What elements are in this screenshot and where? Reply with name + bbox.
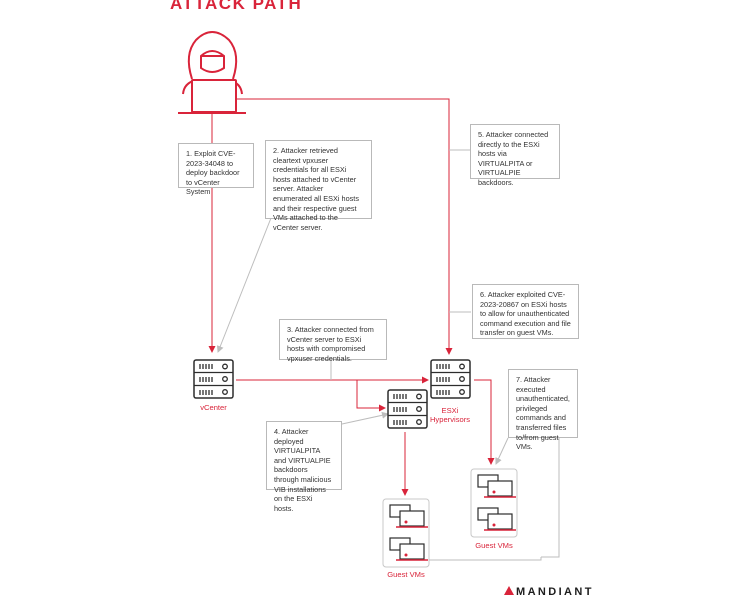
esxi-server-icon [430,359,471,399]
step-5-box: 5. Attacker connected directly to the ES… [470,124,560,187]
line-step7-down [541,437,560,558]
vcenter-server-icon [193,359,234,399]
connectors [208,98,560,561]
vcenter-label: vCenter [200,403,227,412]
esxi-label-line2: Hypervisors [429,415,471,424]
esxi-label-line1: ESXi [441,406,459,415]
arrow-step2-to-vcenter [216,217,272,353]
arrow-vcenter-to-esxi-2 [356,380,386,412]
step-4-box: 4. Attacker deployed VIRTUALPITA and VIR… [266,421,342,513]
guest-vms-left-icon [382,498,430,568]
mandiant-logo-text: MANDIANT [504,586,594,598]
step-6-box: 6. Attacker exploited CVE-2023-20867 on … [472,284,579,339]
step-7-box: 7. Attacker executed unauthenticated, pr… [508,369,578,451]
step-3-box: 3. Attacker connected from vCenter serve… [279,319,387,363]
hacker-icon [178,31,246,114]
arrow-hacker-to-esxi [237,98,453,355]
page-title: ATTACK PATH [170,0,303,13]
line-step7-to-guest-left [428,557,542,561]
guest-vms-right-icon [470,468,518,538]
esxi-server-icon-2 [387,389,428,429]
mandiant-logo-icon [504,586,514,595]
guest-vms-left-label: Guest VMs [387,570,425,579]
brand-text: MANDIANT [516,586,594,598]
step-2-box: 2. Attacker retrieved cleartext vpxuser … [265,140,372,232]
step-1-box: 1. Exploit CVE-2023-34048 to deploy back… [178,143,254,196]
line-step7 [495,437,509,465]
arrow-esxi-to-guest-right [474,379,495,465]
guest-vms-right-label: Guest VMs [475,541,513,550]
line-step4 [341,411,389,425]
